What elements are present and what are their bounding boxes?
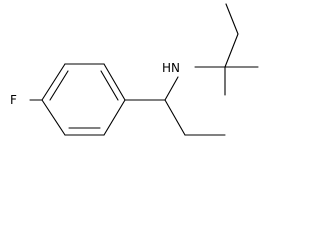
benzene-ring (41, 63, 126, 136)
amine-label: HN (162, 61, 180, 75)
methine-to-amine-bond (164, 76, 179, 101)
ethyl-bond (225, 3, 239, 35)
ring-bond (41, 63, 66, 101)
quaternary-ethyl-bond (224, 33, 239, 68)
ring-bond (103, 99, 126, 136)
methine-ethyl-bond (164, 99, 186, 136)
ring-bond (41, 99, 66, 136)
ring-bond (103, 63, 126, 101)
ring-double-bond (49, 70, 69, 101)
structure-diagram: F HN (10, 3, 259, 136)
ring-double-bond (100, 70, 119, 101)
fluorine-label: F (10, 93, 17, 107)
